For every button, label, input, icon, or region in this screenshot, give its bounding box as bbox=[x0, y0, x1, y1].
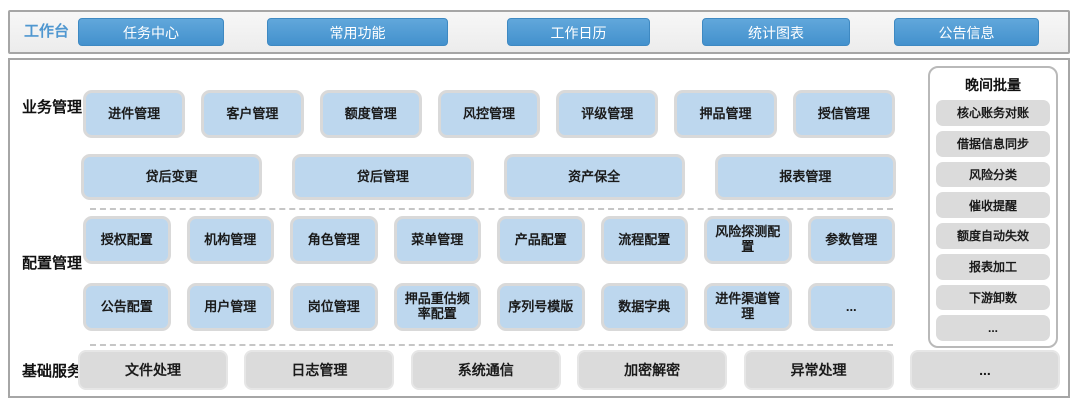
batch-item[interactable]: 额度自动失效 bbox=[936, 223, 1050, 249]
module-box[interactable]: 进件渠道管理 bbox=[704, 283, 792, 331]
module-box[interactable]: 产品配置 bbox=[497, 216, 585, 264]
module-box[interactable]: 风控管理 bbox=[437, 90, 541, 138]
module-box[interactable]: 用户管理 bbox=[186, 283, 274, 331]
night-batch-title: 晚间批量 bbox=[965, 77, 1021, 93]
batch-item[interactable]: 报表加工 bbox=[936, 253, 1050, 280]
module-box[interactable]: 资产保全 bbox=[503, 154, 685, 200]
module-box[interactable]: 报表管理 bbox=[714, 154, 896, 200]
module-box[interactable]: 授信管理 bbox=[792, 90, 895, 138]
statistics-chart-button[interactable]: 统计图表 bbox=[702, 18, 850, 46]
base-services-row: 文件处理 日志管理 系统通信 加密解密 异常处理 ... bbox=[78, 350, 1060, 390]
dashed-divider bbox=[90, 344, 893, 346]
module-box[interactable]: 序列号模版 bbox=[497, 283, 585, 331]
task-center-button[interactable]: 任务中心 bbox=[78, 18, 224, 46]
section-label-business: 业务管理 bbox=[21, 99, 82, 116]
common-functions-button[interactable]: 常用功能 bbox=[267, 18, 448, 46]
batch-item[interactable]: 催收提醒 bbox=[936, 192, 1050, 218]
announcement-info-button[interactable]: 公告信息 bbox=[894, 18, 1039, 46]
batch-item[interactable]: ... bbox=[936, 315, 1050, 341]
module-box[interactable]: 押品管理 bbox=[674, 90, 777, 138]
module-box[interactable]: 贷后管理 bbox=[292, 154, 474, 200]
module-box[interactable]: 公告配置 bbox=[83, 283, 171, 331]
service-box[interactable]: 系统通信 bbox=[410, 350, 561, 390]
business-row-2: 贷后变更 贷后管理 资产保全 报表管理 bbox=[81, 154, 896, 200]
module-box[interactable]: 进件管理 bbox=[83, 90, 186, 138]
module-box[interactable]: 角色管理 bbox=[290, 216, 378, 264]
module-box[interactable]: 参数管理 bbox=[807, 216, 895, 264]
service-box[interactable]: ... bbox=[909, 350, 1060, 390]
service-box[interactable]: 加密解密 bbox=[577, 350, 728, 390]
batch-item[interactable]: 下游卸数 bbox=[936, 284, 1050, 311]
batch-item[interactable]: 核心账务对账 bbox=[936, 100, 1050, 126]
batch-item[interactable]: 借据信息同步 bbox=[936, 130, 1050, 157]
module-box[interactable]: 菜单管理 bbox=[393, 216, 481, 264]
module-box[interactable]: 岗位管理 bbox=[290, 283, 378, 331]
workbench-label: 工作台 bbox=[24, 23, 70, 40]
night-batch-panel: 晚间批量 核心账务对账 借据信息同步 风险分类 催收提醒 额度自动失效 报表加工… bbox=[928, 66, 1058, 348]
module-box[interactable]: 客户管理 bbox=[201, 90, 304, 138]
module-box[interactable]: ... bbox=[807, 283, 895, 331]
service-box[interactable]: 异常处理 bbox=[743, 350, 894, 390]
module-box[interactable]: 额度管理 bbox=[319, 90, 422, 138]
module-box[interactable]: 授权配置 bbox=[83, 216, 171, 264]
module-box[interactable]: 风险探测配置 bbox=[704, 216, 792, 264]
service-box[interactable]: 文件处理 bbox=[78, 350, 228, 390]
config-row-2: 公告配置 用户管理 岗位管理 押品重估频率配置 序列号模版 数据字典 进件渠道管… bbox=[83, 283, 895, 331]
module-box[interactable]: 数据字典 bbox=[600, 283, 688, 331]
module-box[interactable]: 机构管理 bbox=[186, 216, 274, 264]
main-panel: 业务管理 进件管理 客户管理 额度管理 风控管理 评级管理 押品管理 授信管理 … bbox=[8, 58, 1070, 398]
config-row-1: 授权配置 机构管理 角色管理 菜单管理 产品配置 流程配置 风险探测配置 参数管… bbox=[83, 216, 895, 264]
module-box[interactable]: 评级管理 bbox=[556, 90, 659, 138]
service-box[interactable]: 日志管理 bbox=[244, 350, 395, 390]
work-calendar-button[interactable]: 工作日历 bbox=[507, 18, 650, 46]
module-box[interactable]: 押品重估频率配置 bbox=[393, 283, 481, 331]
section-label-base: 基础服务 bbox=[21, 363, 82, 380]
batch-item[interactable]: 风险分类 bbox=[936, 161, 1050, 188]
section-label-config: 配置管理 bbox=[21, 255, 82, 272]
module-box[interactable]: 贷后变更 bbox=[81, 154, 263, 200]
module-box[interactable]: 流程配置 bbox=[600, 216, 688, 264]
workbench-bar: 工作台 任务中心 常用功能 工作日历 统计图表 公告信息 bbox=[8, 10, 1070, 54]
business-row-1: 进件管理 客户管理 额度管理 风控管理 评级管理 押品管理 授信管理 bbox=[83, 90, 895, 138]
dashed-divider bbox=[90, 208, 893, 210]
